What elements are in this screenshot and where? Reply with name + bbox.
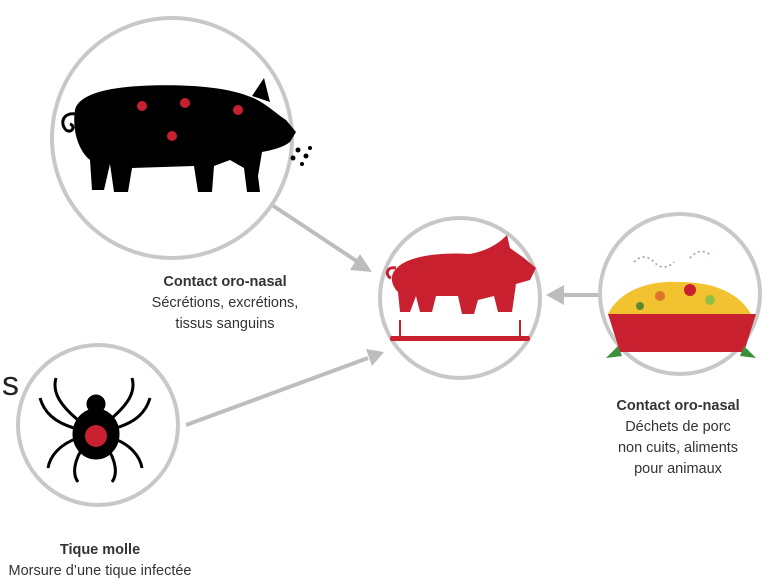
food-caption-line: non cuits, aliments: [568, 438, 780, 459]
food-source-caption: Contact oro-nasal Déchets de porc non cu…: [568, 396, 780, 480]
food-caption-line: Déchets de porc: [568, 417, 780, 438]
tick-caption-title: Tique molle: [0, 540, 220, 561]
source-food-node: [600, 214, 760, 374]
pig-source-caption: Contact oro-nasal Sécrétions, excrétions…: [85, 272, 365, 335]
pig-caption-title: Contact oro-nasal: [85, 272, 365, 293]
tick-source-caption: Tique molle Morsure d’une tique infectée: [0, 540, 220, 582]
food-caption-line: pour animaux: [568, 459, 780, 480]
tick-caption-line: Morsure d’une tique infectée: [0, 561, 220, 582]
target-pig-node: [380, 218, 540, 378]
arrow-tick-head: [366, 349, 384, 366]
arrow-tick-to-target: [186, 358, 368, 425]
source-pig-node: [52, 18, 312, 258]
stray-glyph: s: [2, 365, 19, 404]
food-caption-title: Contact oro-nasal: [568, 396, 780, 417]
source-tick-node: [18, 345, 178, 505]
arrow-food-head: [546, 285, 564, 305]
pig-caption-line: Sécrétions, excrétions,: [85, 293, 365, 314]
snout-droplets: [291, 146, 313, 166]
pig-caption-line: tissus sanguins: [85, 314, 365, 335]
arrow-pig-to-target: [272, 205, 358, 262]
